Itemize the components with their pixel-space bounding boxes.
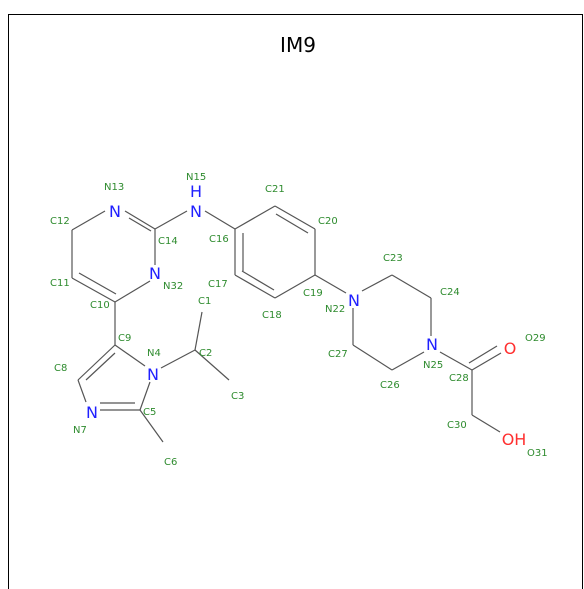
bond bbox=[139, 409, 164, 443]
atom-O29: O bbox=[504, 339, 517, 358]
atom-N15: N H bbox=[190, 182, 202, 221]
atom-N13: N bbox=[109, 202, 121, 221]
bond bbox=[194, 349, 230, 381]
atom-label: C30 bbox=[447, 420, 467, 431]
bond bbox=[361, 274, 393, 292]
atom-label: C18 bbox=[262, 310, 282, 321]
atom-label: C1 bbox=[198, 296, 211, 307]
bond bbox=[139, 381, 151, 411]
bond bbox=[124, 210, 156, 230]
bond bbox=[114, 280, 151, 303]
atom-label: C20 bbox=[318, 216, 338, 227]
atom-label: C8 bbox=[54, 363, 67, 374]
atom-label: N22 bbox=[325, 304, 345, 315]
atom-N15-H: H bbox=[190, 182, 202, 201]
bond bbox=[204, 210, 236, 230]
bond bbox=[234, 274, 276, 299]
atom-O31: OH bbox=[502, 430, 527, 449]
atom-N15-N: N bbox=[190, 202, 202, 221]
bond bbox=[71, 277, 116, 303]
atom-label: O31 bbox=[527, 448, 548, 459]
atom-label: C12 bbox=[50, 216, 70, 227]
atom-N25: N bbox=[426, 335, 438, 354]
atom-label: C17 bbox=[208, 279, 228, 290]
bond bbox=[71, 210, 106, 231]
bond bbox=[85, 352, 116, 381]
bond bbox=[471, 414, 501, 433]
bond bbox=[471, 352, 502, 371]
bond bbox=[160, 349, 196, 369]
heteroatom-symbols: N N N H N N N N O OH bbox=[86, 182, 526, 449]
atom-label: C26 bbox=[380, 380, 400, 391]
bond bbox=[234, 205, 276, 230]
atom-label: C10 bbox=[90, 300, 110, 311]
diagram-frame bbox=[8, 14, 583, 589]
bond bbox=[314, 274, 347, 294]
atom-label: C16 bbox=[209, 234, 229, 245]
diagram-title: IM9 bbox=[280, 33, 316, 57]
atom-label: C2 bbox=[199, 348, 212, 359]
bonds bbox=[71, 205, 502, 443]
bond bbox=[391, 351, 425, 371]
atom-label: O29 bbox=[525, 333, 546, 344]
atom-label: C6 bbox=[164, 457, 177, 468]
atom-label: C5 bbox=[143, 407, 156, 418]
atom-label: N15 bbox=[186, 172, 206, 183]
bond bbox=[78, 272, 117, 295]
atom-N32: N bbox=[149, 264, 161, 283]
bond bbox=[468, 345, 498, 364]
atom-label: C3 bbox=[231, 391, 244, 402]
atom-label: C21 bbox=[265, 184, 285, 195]
atom-N22: N bbox=[348, 291, 360, 310]
atom-label: N7 bbox=[73, 425, 87, 436]
bond bbox=[352, 344, 393, 371]
atom-label: C19 bbox=[303, 288, 323, 299]
atom-label: C11 bbox=[50, 278, 70, 289]
bond bbox=[77, 344, 116, 381]
atom-N7: N bbox=[86, 403, 98, 422]
bond bbox=[77, 379, 87, 403]
atom-label: N4 bbox=[147, 348, 161, 359]
atom-label: C14 bbox=[158, 236, 178, 247]
atom-label: N13 bbox=[104, 182, 124, 193]
atom-label: C9 bbox=[118, 333, 131, 344]
bond bbox=[391, 274, 432, 299]
bond bbox=[194, 311, 203, 351]
atom-label: C23 bbox=[383, 253, 403, 264]
bond bbox=[114, 344, 146, 367]
atom-label: C27 bbox=[328, 349, 348, 360]
atom-label: N25 bbox=[423, 360, 443, 371]
bond bbox=[154, 210, 188, 230]
bond bbox=[241, 270, 275, 291]
atom-labels: N13 N15 C21 C12 C14 C16 C20 N32 C23 C11 … bbox=[50, 172, 548, 468]
bond bbox=[128, 217, 152, 232]
atom-label: C24 bbox=[440, 287, 460, 298]
bond bbox=[274, 274, 316, 299]
atom-N4: N bbox=[147, 365, 159, 384]
bond bbox=[274, 205, 316, 230]
bond bbox=[439, 351, 473, 371]
bond bbox=[275, 213, 309, 234]
atom-label: C28 bbox=[449, 373, 469, 384]
atom-label: N32 bbox=[163, 281, 183, 292]
